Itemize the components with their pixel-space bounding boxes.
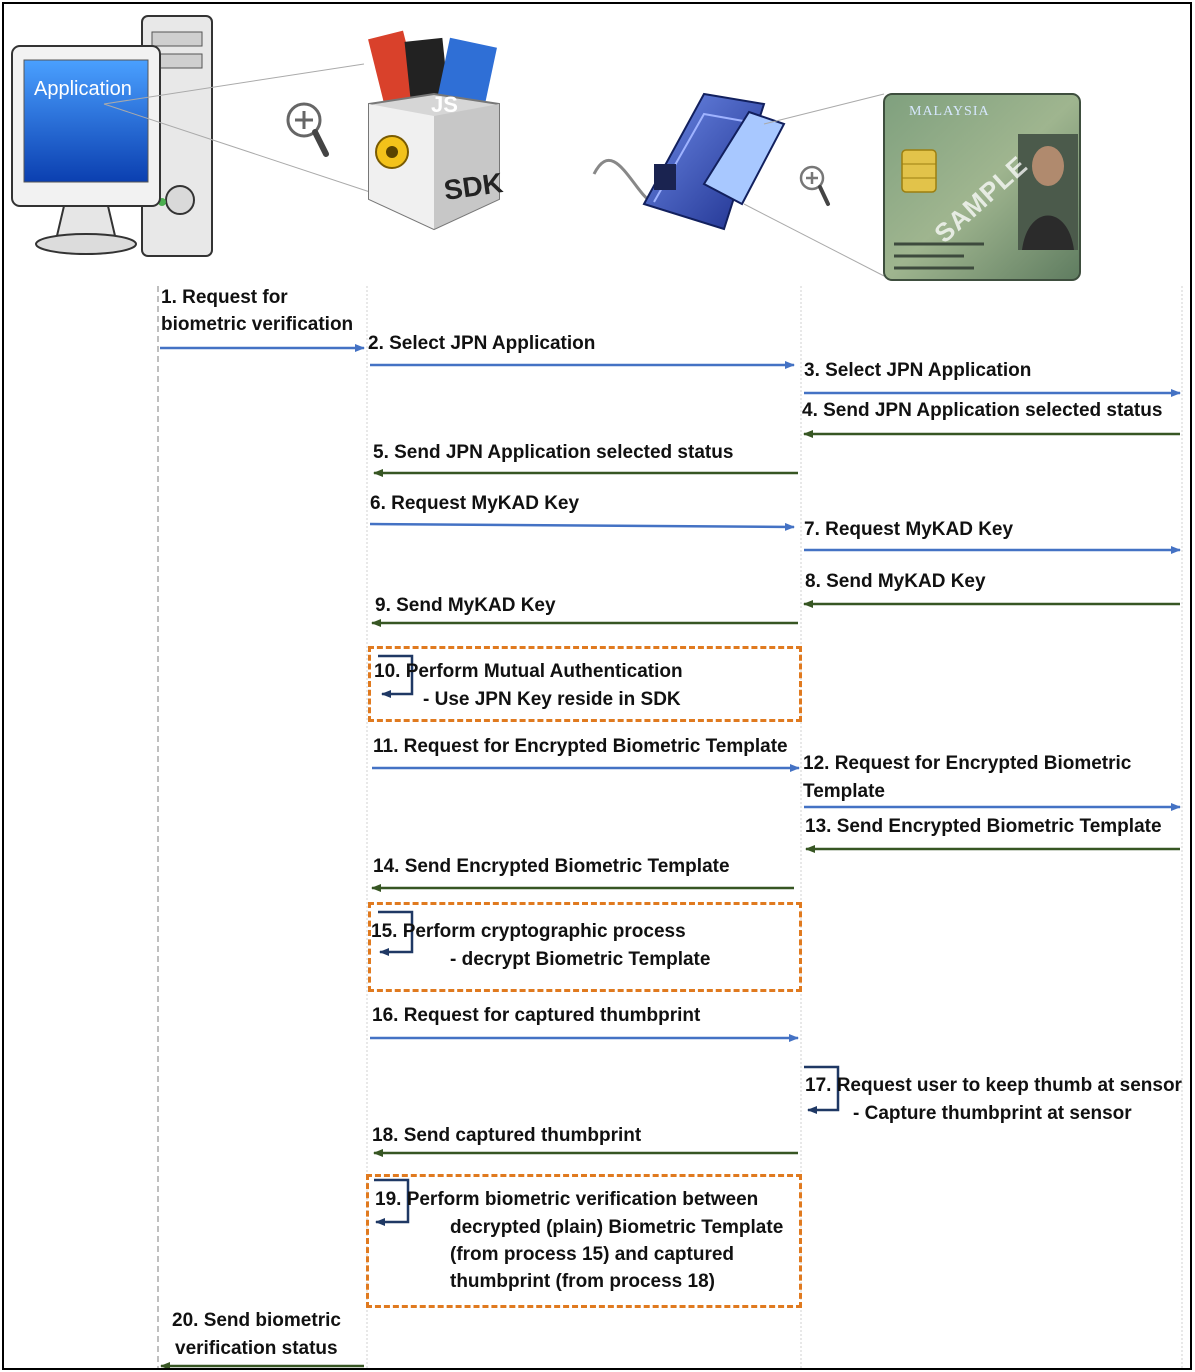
self-call-arrows xyxy=(374,654,840,1226)
message-17-line-2: - Capture thumbprint at sensor xyxy=(853,1103,1132,1124)
message-16-label: 16. Request for captured thumbprint xyxy=(372,1005,701,1026)
arrow-6 xyxy=(369,522,795,531)
message-18-label: 18. Send captured thumbprint xyxy=(372,1125,642,1146)
message-12-line-2: Template xyxy=(803,781,886,802)
message-20-line-2: verification status xyxy=(175,1338,338,1359)
message-3-label: 3. Select JPN Application xyxy=(804,360,1032,381)
message-19-line-4: thumbprint (from process 18) xyxy=(450,1271,715,1292)
message-15-line-1: 15. Perform cryptographic process xyxy=(371,921,686,942)
message-10-line-1: 10. Perform Mutual Authentication xyxy=(374,661,683,682)
zoom-lines-app-sdk xyxy=(103,63,377,195)
sdk-js-badge: JS xyxy=(431,92,458,117)
message-13-label: 13. Send Encrypted Biometric Template xyxy=(805,816,1162,837)
message-arrows xyxy=(160,344,1181,1368)
process-box-15 xyxy=(368,902,802,992)
message-10-line-2: - Use JPN Key reside in SDK xyxy=(423,689,681,710)
message-14-label: 14. Send Encrypted Biometric Template xyxy=(373,856,730,877)
zoom-in-icon xyxy=(286,102,329,157)
zoom-lines-reader-card xyxy=(743,93,885,277)
message-11-label: 11. Request for Encrypted Biometric Temp… xyxy=(373,736,788,757)
self-arrow-17 xyxy=(804,1065,840,1114)
message-1-line-1: 1. Request for xyxy=(161,287,288,308)
computer-icon xyxy=(11,15,213,257)
message-5-label: 5. Send JPN Application selected status xyxy=(373,442,734,463)
message-8-label: 8. Send MyKAD Key xyxy=(805,571,986,592)
message-2-label: 2. Select JPN Application xyxy=(368,333,596,354)
diagram-canvas: JS SDK xyxy=(11,15,1183,1368)
message-19-line-2: decrypted (plain) Biometric Template xyxy=(450,1217,784,1238)
message-19-line-1: 19. Perform biometric verification betwe… xyxy=(375,1189,759,1210)
message-17-line-1: 17. Request user to keep thumb at sensor xyxy=(805,1075,1182,1096)
message-9-label: 9. Send MyKAD Key xyxy=(375,595,556,616)
mykad-card-icon xyxy=(883,93,1081,281)
self-arrow-15 xyxy=(378,910,414,956)
message-1-line-2: biometric verification xyxy=(161,314,354,335)
zoom-in-icon-2 xyxy=(799,165,830,206)
process-box-19 xyxy=(366,1174,802,1308)
application-screen-label: Application xyxy=(34,78,132,100)
message-7-label: 7. Request MyKAD Key xyxy=(804,519,1014,540)
message-6-label: 6. Request MyKAD Key xyxy=(370,493,580,514)
message-19-line-3: (from process 15) and captured xyxy=(450,1244,735,1265)
message-12-line-1: 12. Request for Encrypted Biometric xyxy=(803,753,1132,774)
message-4-label: 4. Send JPN Application selected status xyxy=(802,400,1163,421)
message-20-line-1: 20. Send biometric xyxy=(172,1310,341,1331)
self-arrow-10 xyxy=(378,654,414,698)
process-box-10 xyxy=(368,646,802,722)
message-15-line-2: - decrypt Biometric Template xyxy=(450,949,711,970)
sdk-box-icon: JS SDK xyxy=(368,30,505,231)
mykad-country-label: MALAYSIA xyxy=(909,104,990,119)
card-reader-icon xyxy=(592,92,786,231)
self-arrow-19 xyxy=(374,1178,410,1226)
